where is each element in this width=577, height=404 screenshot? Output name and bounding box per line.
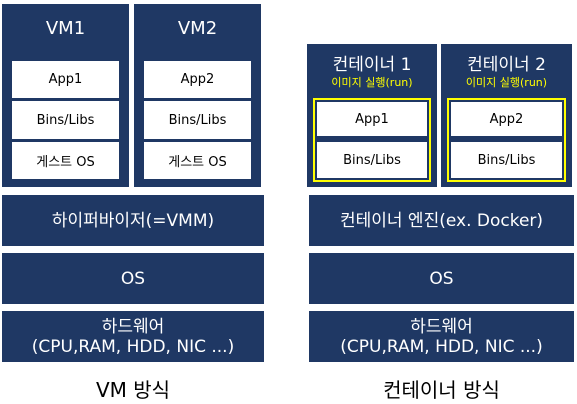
container2-title: 컨테이너 2 [467,55,546,75]
vm-hardware-layer: 하드웨어 (CPU,RAM, HDD, NIC ...) [2,311,264,362]
vm1-block: VM1 App1 Bins/Libs 게스트 OS [2,4,129,187]
container2-libs: Bins/Libs [451,142,562,178]
container1-title: 컨테이너 1 [332,55,412,75]
container2-block: 컨테이너 2 이미지 실행(run) App2 Bins/Libs [441,44,572,187]
container-engine-layer: 컨테이너 엔진(ex. Docker) [309,195,574,246]
hypervisor-layer: 하이퍼바이저(=VMM) [2,195,264,246]
vm1-title: VM1 [45,18,86,39]
vm-hardware-detail: (CPU,RAM, HDD, NIC ...) [31,336,235,357]
container1-libs: Bins/Libs [317,142,427,178]
vm2-app: App2 [144,61,251,98]
vm2-block: VM2 App2 Bins/Libs 게스트 OS [134,4,261,187]
container2-app: App2 [451,102,562,136]
vm2-guest-os: 게스트 OS [144,142,251,179]
vm1-app: App1 [12,61,119,98]
vm2-title: VM2 [177,18,218,39]
container-hardware-layer: 하드웨어 (CPU,RAM, HDD, NIC ...) [309,311,574,362]
container1-app: App1 [317,102,427,136]
container-hardware-detail: (CPU,RAM, HDD, NIC ...) [340,336,543,357]
vm1-guest-os: 게스트 OS [12,142,119,179]
container-os-layer: OS [309,253,574,304]
container2-image-frame: App2 Bins/Libs [447,98,566,182]
container2-subtitle: 이미지 실행(run) [465,76,548,89]
vm1-libs: Bins/Libs [12,101,119,139]
vm-hardware-title: 하드웨어 [101,316,165,337]
vm-caption: VM 방식 [95,378,171,402]
container1-subtitle: 이미지 실행(run) [331,76,413,89]
container-hardware-title: 하드웨어 [410,316,473,337]
container1-block: 컨테이너 1 이미지 실행(run) App1 Bins/Libs [307,44,437,187]
container-caption: 컨테이너 방식 [383,378,500,402]
vm-os-layer: OS [2,253,264,304]
vm2-libs: Bins/Libs [144,101,251,139]
container1-image-frame: App1 Bins/Libs [313,98,431,182]
